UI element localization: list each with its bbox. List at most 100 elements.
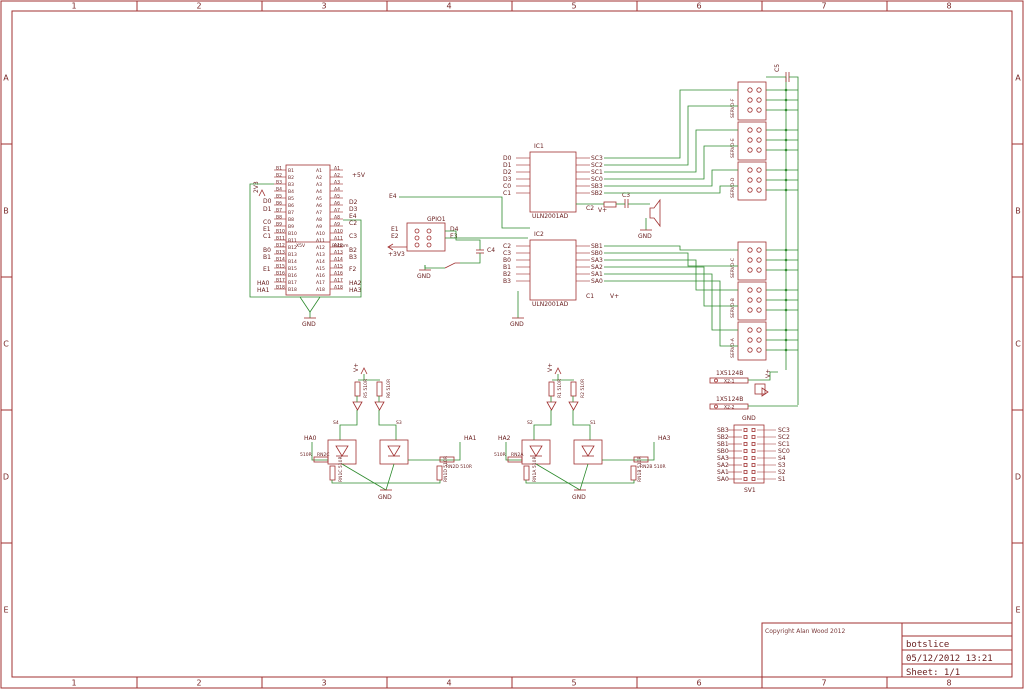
x5v-pin-label: B8: [288, 217, 294, 223]
x5v-pin-number: B17: [276, 278, 285, 284]
jumper-pins: X2-2: [724, 405, 735, 411]
x5v-pin-number: A18: [334, 285, 343, 291]
column-ticks: [136, 1, 888, 688]
ic-output-net: SC0: [591, 176, 603, 183]
x5v-pin-label: B2: [288, 175, 294, 181]
net-label: C0: [263, 219, 271, 226]
led-icon: [568, 401, 579, 411]
ic-output-net: SA1: [591, 271, 603, 278]
x5v-pin-number: A2: [334, 173, 340, 179]
x5v-pin-label: B12: [288, 245, 297, 251]
resistor: [548, 381, 555, 397]
sv1-right-net: SC1: [778, 441, 790, 448]
x5v-pin-number: B15: [276, 264, 285, 270]
servo-pin: [747, 257, 753, 263]
row-label-right: B: [1015, 207, 1021, 216]
col-label-top: 1: [71, 2, 76, 11]
servo-pin: [756, 267, 762, 273]
servo-pin: [756, 247, 762, 253]
sv1-left-net: SB3: [717, 427, 729, 434]
wire: [535, 463, 589, 491]
vplus-arrow: [554, 367, 562, 375]
resistor: [329, 465, 336, 481]
net-label: B3: [349, 254, 357, 261]
x5v-pin-number: A8: [334, 215, 340, 221]
servo-pin: [756, 337, 762, 343]
x5v-pin-label: B16: [288, 273, 297, 279]
hb-gnd: GND: [572, 494, 586, 501]
col-label-bottom: 2: [196, 679, 201, 688]
hb-switch-label: S2: [527, 420, 533, 426]
servo-pin: [747, 107, 753, 113]
gpio-gnd: GND: [417, 273, 431, 280]
servo-pin: [747, 347, 753, 353]
ic-output-net: SB3: [591, 183, 603, 190]
x5v-left-pins: B1B1B2B2B3B3B4B4B5B5B6B6B7B7B8B8B9B9B10B…: [274, 166, 297, 293]
servo-header-body: [737, 241, 767, 281]
sv1-right-net: SC3: [778, 427, 790, 434]
sv1-left-net: SA1: [717, 469, 729, 476]
x5v-pin-label: A6: [316, 203, 322, 209]
servo-pin: [756, 87, 762, 93]
servo-pin: [747, 147, 753, 153]
sv1-name: SV1: [744, 487, 756, 494]
net-2v3: 2V3: [253, 181, 260, 193]
gpio-e2: E2: [391, 233, 399, 240]
hb-rn-right: RN2D 510R: [446, 464, 472, 470]
servo-pin: [747, 177, 753, 183]
col-label-bottom: 4: [446, 679, 451, 688]
jumpers: 1X5124B X2-1 1X5124B X2-2 V+: [709, 369, 798, 411]
servo-pin: [756, 187, 762, 193]
buzzer-c2: C2: [586, 205, 594, 212]
servo-pin: [747, 127, 753, 133]
x5v-pin-label: A16: [316, 273, 325, 279]
ic-output-net: SB2: [591, 190, 603, 197]
ic-output-net: SA3: [591, 257, 603, 264]
x5v-pin-number: B5: [276, 194, 282, 200]
x5v-pin-number: A14: [334, 257, 343, 263]
x5v-pin-number: B16: [276, 271, 285, 277]
net-wire: [604, 280, 738, 347]
ic1-uln2001ad: IC1 ULN2001AD D0D1D2D3C0C1SC3SC2SC1SC0SB…: [503, 143, 603, 220]
x5v-pin-label: A12: [316, 245, 325, 251]
x5v-name: X5V: [296, 243, 306, 249]
servo-label: SERVO-A: [730, 337, 736, 358]
x5v-pin-number: B6: [276, 201, 282, 207]
row-label-right: A: [1015, 74, 1021, 83]
led-icon: [352, 401, 363, 411]
servo-pin: [756, 287, 762, 293]
hb-vplus: V+: [353, 363, 360, 372]
sv1-pad: [751, 442, 756, 446]
hb-in-right: HA1: [464, 435, 477, 442]
servo-pin: [747, 287, 753, 293]
net-label: B1: [263, 254, 271, 261]
sv1-right-net: SC0: [778, 448, 790, 455]
net-label: C3: [349, 233, 357, 240]
gpio-e3: E3: [450, 233, 458, 240]
ic-input-net: C0: [503, 183, 511, 190]
net-label: D2: [349, 199, 358, 206]
sv1-gnd: GND: [742, 415, 756, 422]
servo-pin: [756, 97, 762, 103]
x5v-pin-label: A11: [316, 238, 325, 244]
net-label: E1: [263, 266, 271, 273]
ic-output-net: SA0: [591, 278, 603, 285]
x5v-pin-number: A9: [334, 222, 340, 228]
servo-pin: [747, 97, 753, 103]
col-label-top: 3: [321, 2, 326, 11]
ic-input-net: D2: [503, 169, 512, 176]
sv1-right-net: SC2: [778, 434, 790, 441]
net-wire: [604, 105, 738, 166]
x5v-pin-number: A5: [334, 194, 340, 200]
servo-header-body: [737, 121, 767, 161]
net-label: F2: [349, 266, 356, 273]
servo-header-body: [737, 161, 767, 201]
x5v-pin-number: A6: [334, 201, 340, 207]
gpio-d4: D4: [450, 226, 459, 233]
x5v-bottom-header: Bottom: [332, 243, 349, 249]
x5v-pin-number: B13: [276, 250, 285, 256]
x5v-pin-label: A7: [316, 210, 322, 216]
